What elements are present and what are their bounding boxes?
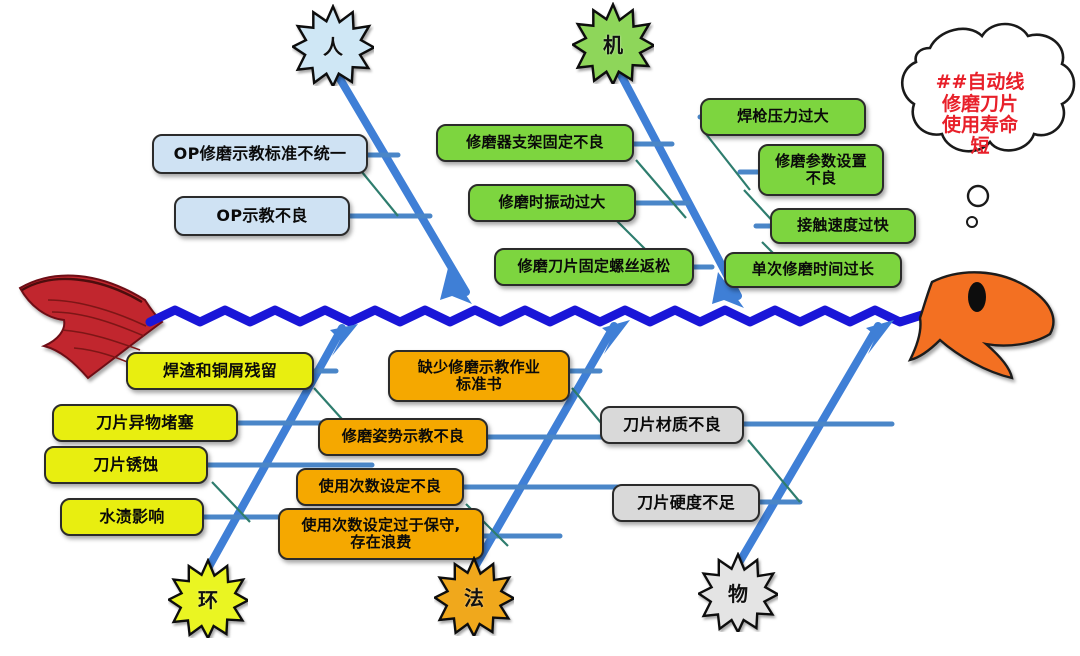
- fish-head-icon: [907, 271, 1055, 380]
- cause-box-machine-right-1[interactable]: 焊枪压力过大: [700, 98, 866, 136]
- category-star-material-label: 物: [728, 581, 748, 606]
- cause-box-method-2[interactable]: 修磨姿势示教不良: [318, 418, 488, 456]
- cause-box-method-1[interactable]: 缺少修磨示教作业 标准书: [388, 350, 570, 402]
- cause-box-env-2[interactable]: 刀片异物堵塞: [52, 404, 238, 442]
- cause-box-man-2[interactable]: OP示教不良: [174, 196, 350, 236]
- branch-man: [326, 58, 472, 304]
- cause-box-method-4[interactable]: 使用次数设定过于保守, 存在浪费: [278, 508, 484, 560]
- branch-material: [732, 320, 894, 572]
- cause-box-material-2[interactable]: 刀片硬度不足: [612, 484, 760, 522]
- category-star-man-label: 人: [323, 34, 343, 59]
- category-star-machine[interactable]: 机: [572, 2, 654, 84]
- cause-box-material-1[interactable]: 刀片材质不良: [600, 406, 744, 444]
- cause-box-machine-right-2[interactable]: 修磨参数设置 不良: [758, 144, 884, 196]
- cause-box-man-1[interactable]: OP修磨示教标准不统一: [152, 134, 368, 174]
- branch-machine: [608, 54, 744, 308]
- cause-box-machine-right-3[interactable]: 接触速度过快: [770, 208, 916, 244]
- cause-box-method-3[interactable]: 使用次数设定不良: [296, 468, 464, 506]
- star-icon: [434, 556, 514, 636]
- cause-box-machine-right-4[interactable]: 单次修磨时间过长: [724, 252, 902, 288]
- fishbone-spine: [145, 305, 930, 327]
- problem-cloud-shape: [900, 22, 1076, 228]
- category-star-man[interactable]: 人: [292, 4, 374, 86]
- star-icon: [572, 2, 654, 84]
- star-icon: [292, 4, 374, 86]
- problem-statement-cloud: ##自动线 修磨刀片 使用寿命 短: [890, 38, 1070, 188]
- category-star-env[interactable]: 环: [168, 558, 248, 638]
- cause-box-env-1[interactable]: 焊渣和铜屑残留: [126, 352, 314, 390]
- star-icon: [168, 558, 248, 638]
- category-star-env-label: 环: [198, 587, 218, 612]
- category-star-method[interactable]: 法: [434, 556, 514, 636]
- cause-box-machine-left-3[interactable]: 修磨刀片固定螺丝返松: [494, 248, 694, 286]
- category-star-material[interactable]: 物: [698, 552, 778, 632]
- cause-box-env-3[interactable]: 刀片锈蚀: [44, 446, 208, 484]
- fish-tail-icon: [18, 274, 164, 380]
- problem-statement-text: ##自动线 修磨刀片 使用寿命 短: [935, 71, 1025, 158]
- category-star-machine-label: 机: [603, 32, 623, 57]
- fish-eye-icon: [968, 282, 986, 312]
- star-icon: [698, 552, 778, 632]
- category-star-method-label: 法: [464, 585, 484, 610]
- branch-method: [468, 320, 630, 576]
- cause-box-env-4[interactable]: 水渍影响: [60, 498, 204, 536]
- cause-box-machine-left-1[interactable]: 修磨器支架固定不良: [436, 124, 634, 162]
- cause-box-machine-left-2[interactable]: 修磨时振动过大: [468, 184, 636, 222]
